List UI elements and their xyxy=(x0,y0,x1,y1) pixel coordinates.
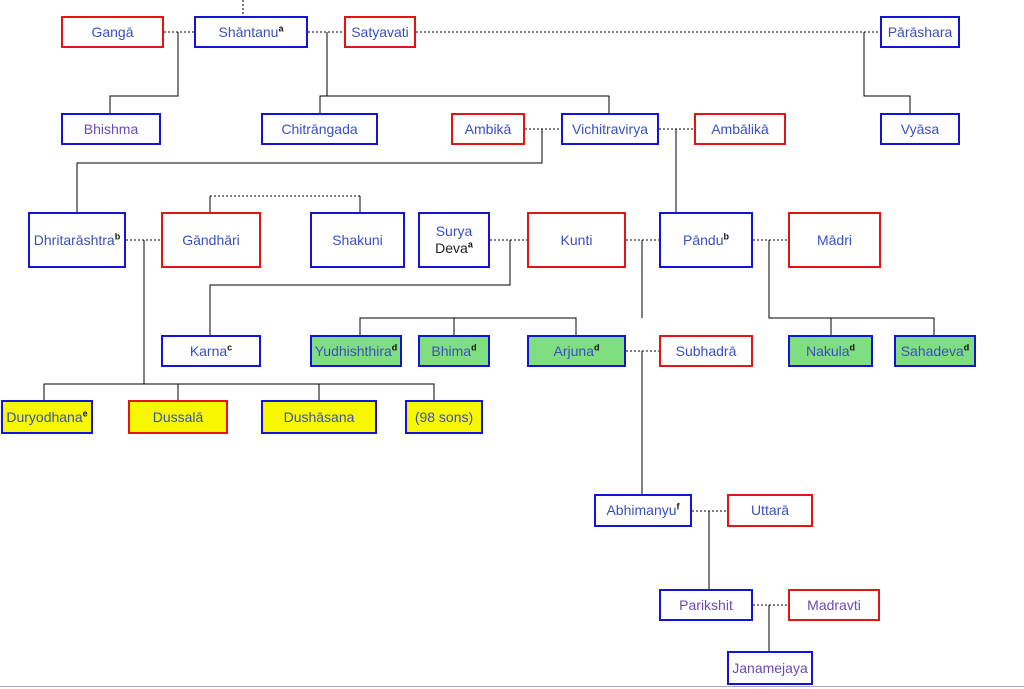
person-dushasana[interactable]: Dushāsana xyxy=(261,400,377,434)
person-name-line1: Surya xyxy=(435,223,473,239)
person-name: Sahadevad xyxy=(900,341,970,359)
person-pandu[interactable]: Pāndub xyxy=(659,212,753,268)
person-name: Duryodhanae xyxy=(6,407,88,425)
person-name: Madravti xyxy=(807,596,861,613)
person-name: Nakulad xyxy=(805,341,856,359)
person-name: Bhimad xyxy=(431,341,477,359)
person-name: Yudhishthirad xyxy=(314,341,398,359)
person-name: Parikshit xyxy=(679,596,733,613)
person-karna[interactable]: Karnac xyxy=(161,335,261,367)
person-name: Ambālikā xyxy=(711,120,769,137)
person-name: (98 sons) xyxy=(414,408,474,425)
person-bhishma[interactable]: Bhishma xyxy=(61,113,161,145)
person-name: Gangā xyxy=(91,23,134,40)
person-name: Subhadrā xyxy=(675,342,737,359)
person-name: Bhishma xyxy=(83,120,139,137)
person-surya-deva[interactable]: Surya Devaa xyxy=(418,212,490,268)
person-janamejaya[interactable]: Janamejaya xyxy=(727,651,813,685)
person-madri[interactable]: Mādri xyxy=(788,212,881,268)
person-name: Abhimanyuf xyxy=(606,501,680,518)
person-name: Dussalā xyxy=(152,408,204,425)
person-name: Shāntanua xyxy=(218,22,284,40)
person-parikshit[interactable]: Parikshit xyxy=(659,589,753,621)
person-madravti[interactable]: Madravti xyxy=(788,589,880,621)
person-vyasa[interactable]: Vyāsa xyxy=(880,113,960,145)
person-name: Vichitravirya xyxy=(572,120,648,137)
person-uttara[interactable]: Uttarā xyxy=(727,494,813,527)
person-name: Arjunad xyxy=(553,341,600,359)
person-name: Pāndub xyxy=(683,230,729,248)
person-satyavati[interactable]: Satyavati xyxy=(344,16,416,48)
person-abhimanyu[interactable]: Abhimanyuf xyxy=(594,494,692,527)
person-yudhishthira[interactable]: Yudhishthirad xyxy=(310,335,402,367)
person-ganga[interactable]: Gangā xyxy=(61,16,164,48)
person-ambika[interactable]: Ambikā xyxy=(451,113,525,145)
person-name: Dushāsana xyxy=(283,408,355,425)
person-ambalika[interactable]: Ambālikā xyxy=(694,113,786,145)
person-vichitravirya[interactable]: Vichitravirya xyxy=(561,113,659,145)
person-arjuna[interactable]: Arjunad xyxy=(527,335,626,367)
person-name: Chitrāngada xyxy=(281,120,358,137)
person-name: Janamejaya xyxy=(732,659,808,676)
person-name: Dhritarāshtrab xyxy=(33,230,121,248)
person-name: Mādri xyxy=(816,231,852,248)
person-name: Satyavati xyxy=(351,23,409,40)
person-parashara[interactable]: Pārāshara xyxy=(880,16,960,48)
person-98-sons[interactable]: (98 sons) xyxy=(405,400,483,434)
person-gandhari[interactable]: Gāndhāri xyxy=(161,212,261,268)
person-name: Karnac xyxy=(189,341,233,359)
person-name: Shakuni xyxy=(332,231,383,248)
person-bhima[interactable]: Bhimad xyxy=(418,335,490,367)
person-dussala[interactable]: Dussalā xyxy=(128,400,228,434)
person-name: Pārāshara xyxy=(887,23,953,40)
person-shakuni[interactable]: Shakuni xyxy=(310,212,405,268)
person-name: Gāndhāri xyxy=(182,231,240,248)
person-nakula[interactable]: Nakulad xyxy=(788,335,873,367)
person-dhritarashtra[interactable]: Dhritarāshtrab xyxy=(28,212,126,268)
person-sahadeva[interactable]: Sahadevad xyxy=(894,335,976,367)
bottom-divider xyxy=(0,686,1024,687)
person-kunti[interactable]: Kunti xyxy=(527,212,626,268)
person-chitrangada[interactable]: Chitrāngada xyxy=(261,113,378,145)
person-duryodhana[interactable]: Duryodhanae xyxy=(1,400,93,434)
person-name: Vyāsa xyxy=(900,120,940,137)
person-subhadra[interactable]: Subhadrā xyxy=(659,335,753,367)
person-name: Ambikā xyxy=(464,120,512,137)
person-name-line2: Devaa xyxy=(435,239,473,256)
person-name: Kunti xyxy=(560,231,593,248)
person-name: Uttarā xyxy=(750,502,790,518)
person-shantanu[interactable]: Shāntanua xyxy=(194,16,308,48)
